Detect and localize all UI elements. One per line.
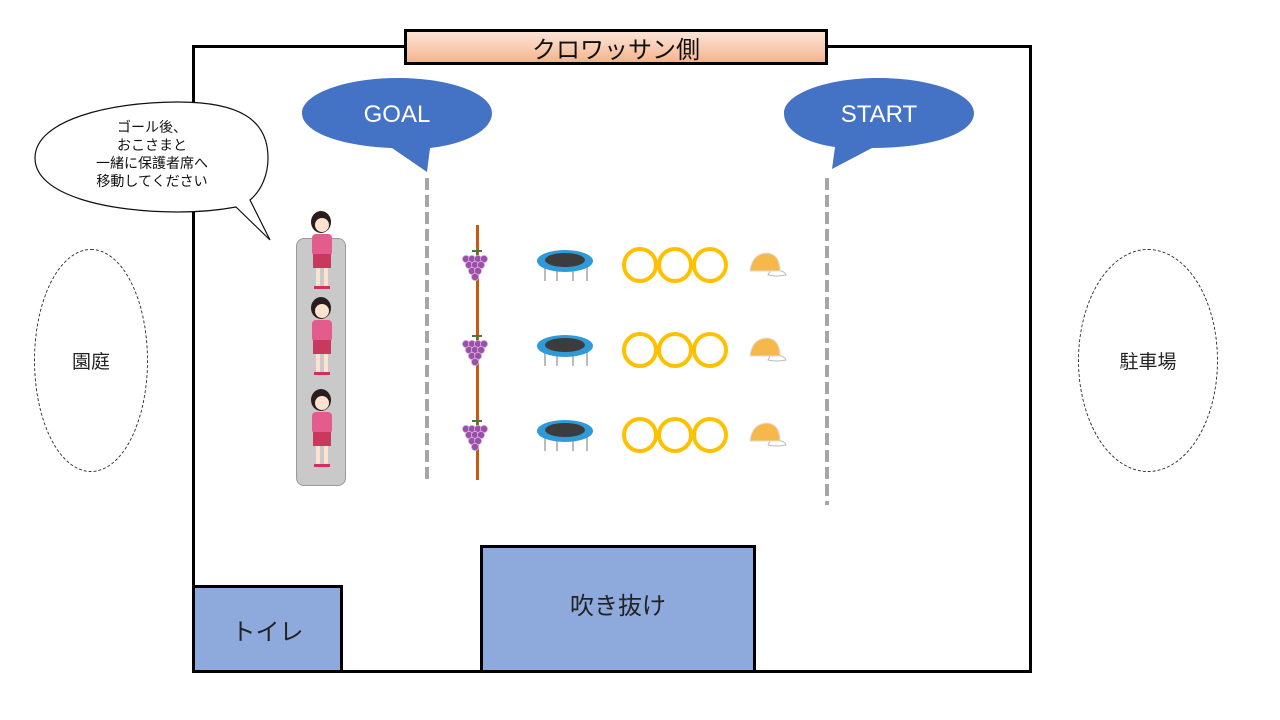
atrium-label: 吹き抜け xyxy=(570,592,666,620)
parking-label: 駐車場 xyxy=(1119,351,1177,373)
toilet-label: トイレ xyxy=(231,617,304,646)
garden-area: 園庭 xyxy=(34,249,148,472)
grapes-icon xyxy=(462,250,488,281)
note-line-4: 移動してください xyxy=(96,174,207,190)
goal-line xyxy=(425,178,429,483)
atrium-area: 吹き抜け xyxy=(480,545,756,673)
hoops-icon xyxy=(622,332,728,368)
parent-figure-icon xyxy=(311,389,332,467)
toilet-area: トイレ xyxy=(192,585,343,673)
hoops-icon xyxy=(622,417,728,453)
safety-hat-icon xyxy=(749,422,787,447)
safety-hat-icon xyxy=(749,337,787,362)
note-line-1: ゴール後、 xyxy=(117,119,187,136)
parent-figure-icon xyxy=(311,297,332,375)
hoops-icon xyxy=(622,247,728,283)
parking-area: 駐車場 xyxy=(1078,249,1218,472)
parent-figure-icon xyxy=(311,211,332,289)
grapes-icon xyxy=(462,420,488,451)
header-title: クロワッサン側 xyxy=(532,35,700,64)
trampoline-icon xyxy=(537,250,593,281)
trampoline-icon xyxy=(537,335,593,366)
note-line-2: おこさまと xyxy=(117,138,187,154)
trampoline-icon xyxy=(537,420,593,451)
safety-hat-icon xyxy=(749,252,787,277)
garden-label: 園庭 xyxy=(71,351,110,373)
header-label: クロワッサン側 xyxy=(404,29,828,65)
start-line xyxy=(825,178,829,505)
grapes-icon xyxy=(462,335,488,366)
